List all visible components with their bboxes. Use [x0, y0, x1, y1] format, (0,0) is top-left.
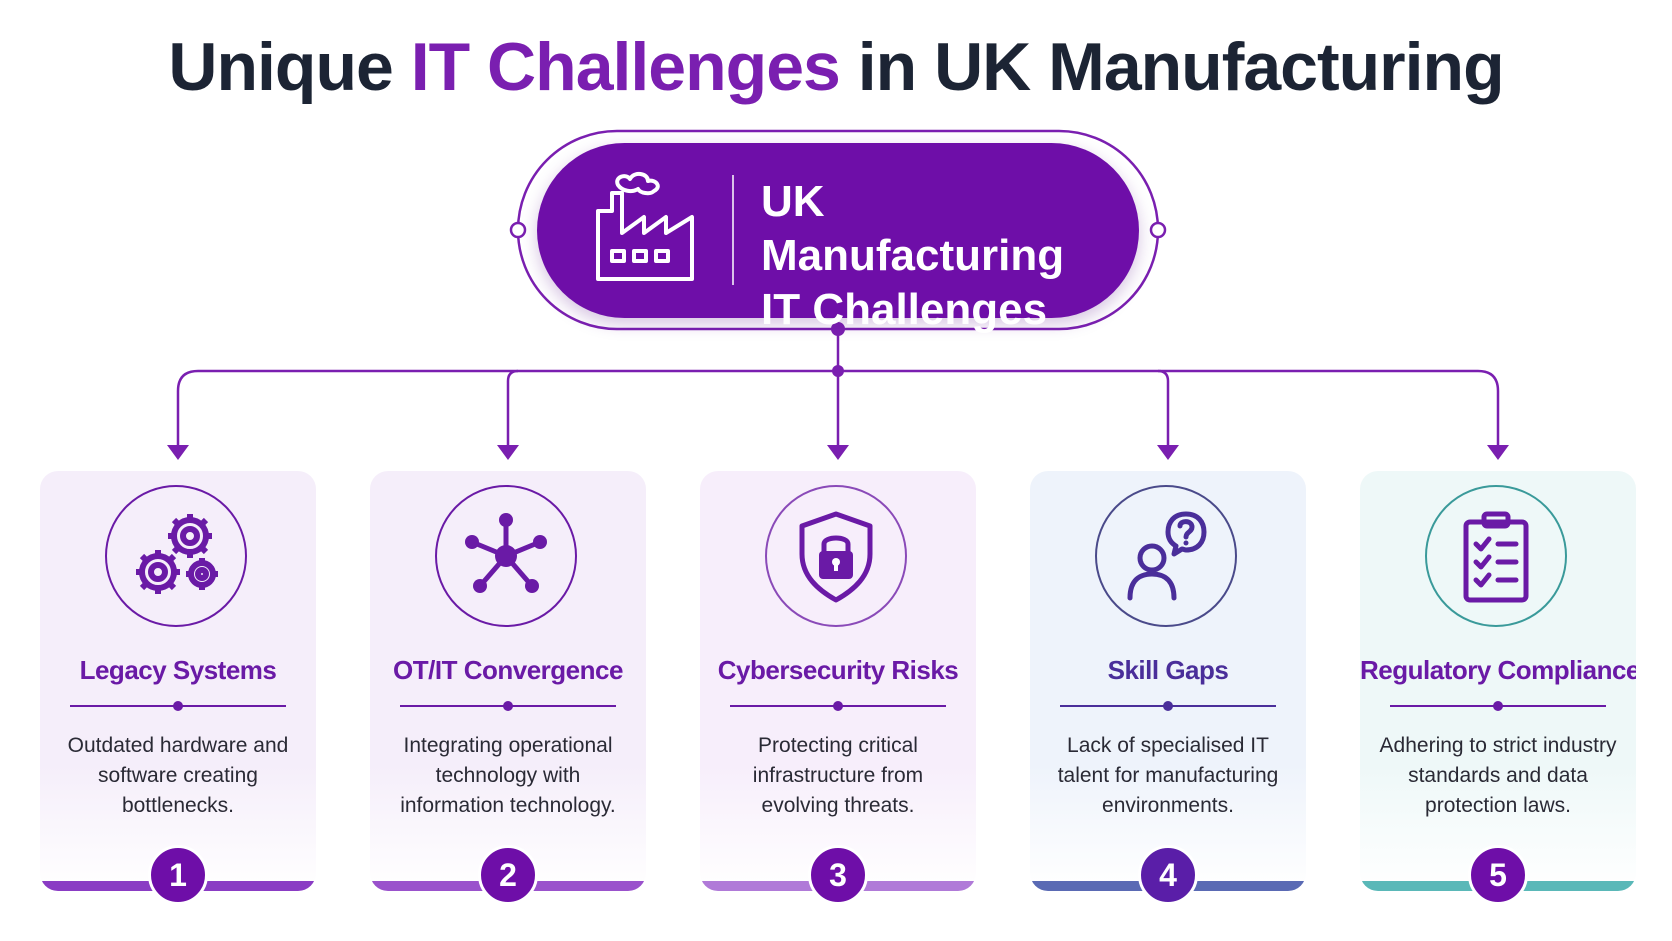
hub-divider — [732, 175, 734, 285]
person-question-icon — [1127, 511, 1207, 601]
card-separator-dot — [1493, 701, 1503, 711]
card-description: Lack of specialised IT talent for manufa… — [1057, 734, 1279, 817]
card-title: OT/IT Convergence — [393, 655, 623, 685]
card-description: Outdated hardware and software creating … — [67, 734, 289, 817]
card-icon-circle — [1095, 485, 1237, 627]
card-ot-it-convergence: OT/IT Convergence Integrating operationa… — [370, 471, 646, 891]
card-icon-circle — [435, 485, 577, 627]
arrow-2 — [497, 445, 519, 460]
clipboard-checklist-icon — [1463, 511, 1529, 603]
shield-lock-icon — [799, 511, 873, 603]
central-hub: UK Manufacturing IT Challenges — [537, 143, 1139, 334]
arrow-3 — [827, 445, 849, 460]
title-accent: IT Challenges — [410, 29, 841, 105]
card-separator-dot — [1163, 701, 1173, 711]
card-description: Integrating operational technology with … — [400, 734, 616, 817]
gears-icon — [136, 514, 218, 594]
card-icon-circle — [1425, 485, 1567, 627]
hub-label-line2: IT Challenges — [761, 285, 1048, 334]
page-title: Unique IT Challenges in UK Manufacturing — [0, 28, 1672, 106]
hub-right-dot — [1149, 221, 1167, 239]
card-number-badge-1: 1 — [148, 845, 208, 905]
card-title: Regulatory Compliance — [1360, 655, 1636, 685]
card-skill-gaps: Skill Gaps Lack of specialised IT talent… — [1030, 471, 1306, 891]
card-regulatory-compliance: Regulatory Compliance Adhering to strict… — [1360, 471, 1636, 891]
card-icon-circle — [765, 485, 907, 627]
card-number-badge-5: 5 — [1468, 845, 1528, 905]
arrow-4 — [1157, 445, 1179, 460]
card-number-badge-3: 3 — [808, 845, 868, 905]
card-separator-dot — [503, 701, 513, 711]
hub-label-line1: UK Manufacturing — [761, 177, 1065, 280]
card-number-badge-2: 2 — [478, 845, 538, 905]
card-description: Adhering to strict industry standards an… — [1379, 734, 1617, 817]
card-icon-circle — [105, 485, 247, 627]
arrow-5 — [1487, 445, 1509, 460]
card-title: Cybersecurity Risks — [717, 655, 959, 685]
card-title: Skill Gaps — [1107, 655, 1229, 685]
card-description: Protecting critical infrastructure from … — [752, 734, 924, 817]
arrow-1 — [167, 445, 189, 460]
card-separator-dot — [833, 701, 843, 711]
hub-left-dot — [509, 221, 527, 239]
title-prefix: Unique — [168, 29, 393, 105]
card-title: Legacy Systems — [79, 655, 277, 685]
card-cybersecurity-risks: Cybersecurity Risks Protecting critical … — [700, 471, 976, 891]
factory-icon — [596, 172, 694, 281]
card-legacy-systems: Legacy Systems Outdated hardware and sof… — [40, 471, 316, 891]
card-number-badge-4: 4 — [1138, 845, 1198, 905]
network-icon — [465, 513, 547, 593]
card-separator-dot — [173, 701, 183, 711]
hub-label: UK Manufacturing IT Challenges — [761, 175, 1121, 337]
title-suffix: in UK Manufacturing — [857, 29, 1505, 105]
